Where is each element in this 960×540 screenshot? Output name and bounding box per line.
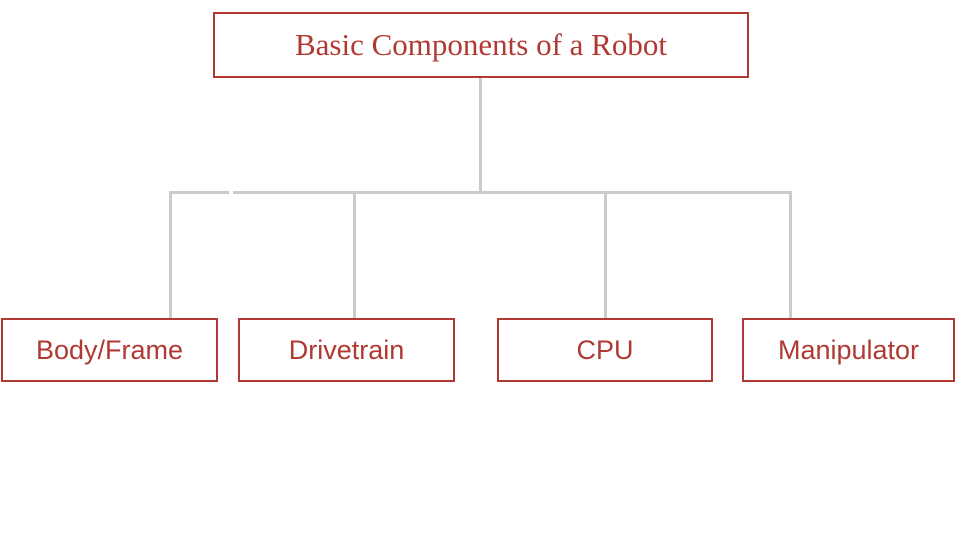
child-node-body-frame: Body/Frame <box>1 318 218 382</box>
root-node-basic-components: Basic Components of a Robot <box>213 12 749 78</box>
connector-drop-cpu <box>604 191 607 318</box>
child-node-label: Body/Frame <box>35 334 184 365</box>
connector-horizontal-rail-right-segment <box>233 191 792 194</box>
connector-drop-body-frame <box>169 191 172 318</box>
root-node-label: Basic Components of a Robot <box>295 27 667 62</box>
child-node-manipulator: Manipulator <box>742 318 955 382</box>
connector-trunk-from-title <box>479 78 482 194</box>
connector-drop-manipulator <box>789 191 792 318</box>
connector-drop-drivetrain <box>353 191 356 318</box>
child-node-label: Drivetrain <box>288 334 405 365</box>
child-node-label: CPU <box>576 334 634 365</box>
child-node-cpu: CPU <box>497 318 713 382</box>
child-node-drivetrain: Drivetrain <box>238 318 455 382</box>
connector-horizontal-rail-left-segment <box>169 191 229 194</box>
child-node-label: Manipulator <box>777 334 920 365</box>
